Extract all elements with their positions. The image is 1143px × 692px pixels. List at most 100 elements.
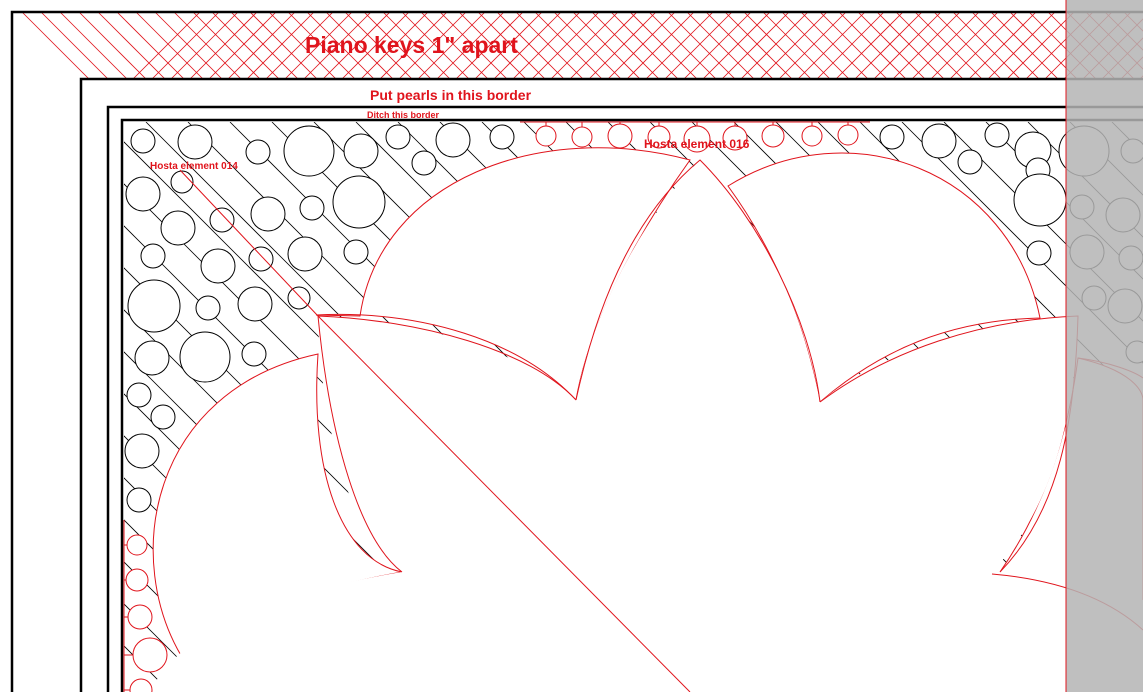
pebble-diagonal-line	[901, 122, 1143, 692]
gray-overlay-panel	[1066, 0, 1143, 692]
piano-key-line	[908, 12, 980, 79]
pearl-circle	[132, 637, 168, 673]
piano-key-line	[243, 12, 315, 79]
piano-key-line	[984, 12, 1056, 79]
piano-key-line	[376, 12, 448, 79]
piano-key-line	[553, 12, 625, 79]
piano-key-line	[300, 12, 372, 79]
pebble-circle	[126, 487, 152, 513]
piano-key-line	[249, 12, 321, 79]
hosta-flower	[150, 147, 1143, 692]
pebble-circle	[957, 149, 983, 175]
pebble-circle	[179, 331, 231, 383]
piano-key-line	[990, 12, 1062, 79]
piano-key-line	[889, 12, 961, 79]
piano-key-line	[477, 12, 549, 79]
piano-key-line	[515, 12, 587, 79]
pebble-circle	[209, 207, 235, 233]
hosta-center	[150, 160, 1143, 692]
piano-key-line	[876, 12, 948, 79]
pebble-circle	[124, 433, 160, 469]
pebble-circle	[134, 340, 170, 376]
piano-key-line	[762, 12, 834, 79]
piano-key-line	[97, 12, 169, 79]
pearl-circle	[127, 604, 153, 630]
pebble-circle	[283, 125, 335, 177]
piano-key-line	[129, 12, 201, 79]
piano-key-line	[585, 12, 657, 79]
piano-key-line	[895, 12, 967, 79]
pebble-circle	[489, 124, 515, 150]
pearl-row-left	[124, 534, 168, 692]
piano-key-line	[743, 12, 815, 79]
piano-key-line	[591, 12, 663, 79]
piano-key-line	[528, 12, 600, 79]
piano-key-line	[262, 12, 334, 79]
piano-key-line	[230, 12, 302, 79]
piano-key-line	[566, 12, 638, 79]
pebble-circle	[140, 243, 166, 269]
piano-key-line	[705, 12, 777, 79]
piano-key-line	[173, 12, 245, 79]
piano-key-line	[623, 12, 695, 79]
piano-key-line	[794, 12, 866, 79]
border-frames	[10, 10, 1143, 692]
piano-key-line	[870, 12, 942, 79]
piano-key-line	[547, 12, 619, 79]
piano-key-line	[661, 12, 733, 79]
piano-key-line	[851, 12, 923, 79]
piano-key-line	[800, 12, 872, 79]
pebble-circle	[177, 124, 213, 160]
pebble-circle	[343, 133, 379, 169]
piano-key-line	[14, 12, 36, 79]
piano-key-line	[154, 12, 226, 79]
pearl-circle	[761, 124, 785, 148]
piano-key-line	[382, 12, 454, 79]
piano-key-line	[813, 12, 885, 79]
piano-key-line	[927, 12, 999, 79]
pebble-circle	[287, 286, 311, 310]
piano-key-line	[534, 12, 606, 79]
piano-key-line	[496, 12, 568, 79]
piano-key-line	[838, 12, 910, 79]
pearl-circle	[126, 534, 148, 556]
pebble-circle	[921, 123, 957, 159]
pebble-circle	[1013, 173, 1067, 227]
piano-key-line	[819, 12, 891, 79]
piano-key-line	[737, 12, 809, 79]
ditch-border	[106, 105, 1143, 692]
label-piano-keys: Piano keys 1" apart	[305, 32, 518, 58]
piano-key-line	[933, 12, 1005, 79]
pebble-circle	[195, 295, 221, 321]
pebble-circle	[248, 246, 274, 272]
piano-key-line	[420, 12, 492, 79]
pebble-circle	[287, 236, 323, 272]
outer-border	[10, 10, 1143, 692]
piano-key-line	[756, 12, 828, 79]
piano-key-line	[268, 12, 340, 79]
piano-key-line	[724, 12, 796, 79]
piano-key-line	[205, 12, 277, 79]
piano-key-line	[344, 12, 416, 79]
piano-key-line	[832, 12, 904, 79]
pebble-circle	[125, 176, 161, 212]
piano-key-line	[116, 12, 188, 79]
piano-key-line	[458, 12, 530, 79]
pearl-circle	[571, 126, 593, 148]
piano-key-line	[433, 12, 505, 79]
label-hosta-top: Hosta element 016	[644, 137, 750, 151]
piano-key-line	[452, 12, 524, 79]
piano-key-line	[319, 12, 391, 79]
piano-key-line	[952, 12, 1024, 79]
piano-keys-hatching	[14, 12, 1143, 79]
piano-key-line	[781, 12, 853, 79]
piano-key-line	[604, 12, 676, 79]
piano-key-line	[686, 12, 758, 79]
piano-key-line	[14, 12, 74, 79]
label-hosta-left: Hosta element 014	[150, 161, 238, 172]
piano-key-line	[186, 12, 258, 79]
piano-key-line	[699, 12, 771, 79]
piano-key-line	[401, 12, 473, 79]
piano-key-line	[629, 12, 701, 79]
